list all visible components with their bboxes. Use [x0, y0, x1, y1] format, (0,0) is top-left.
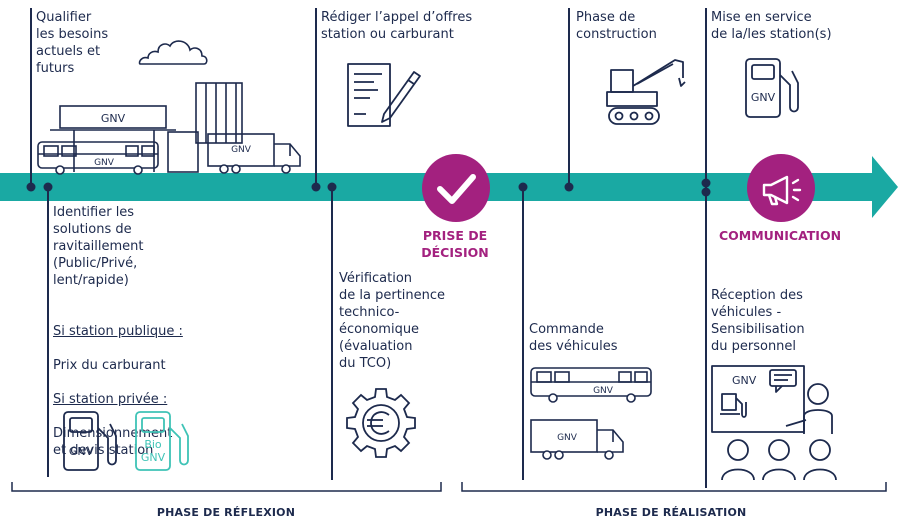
guide-line-7	[705, 8, 707, 488]
bus-icon: GNV	[37, 141, 159, 175]
milestone-communication: COMMUNICATION	[718, 228, 842, 243]
svg-text:GNV: GNV	[231, 145, 252, 155]
bio-fuel-pump-icon: Bio GNV	[135, 411, 189, 471]
timeline-dot	[701, 187, 711, 197]
guide-line-6	[568, 8, 570, 187]
svg-text:GNV: GNV	[593, 386, 614, 396]
svg-text:GNV: GNV	[751, 91, 776, 104]
timeline-dot	[327, 182, 337, 192]
timeline-dot	[26, 182, 36, 192]
guide-line-1	[30, 8, 32, 187]
truck-icon: GNV	[207, 133, 301, 174]
bus-icon: GNV	[530, 367, 652, 403]
guide-line-4	[331, 187, 333, 480]
svg-text:GNV: GNV	[732, 374, 757, 387]
phase-realisation-label: PHASE DE RÉALISATION	[595, 506, 747, 519]
step-mise-en-service: Mise en service de la/les station(s)	[711, 10, 832, 42]
timeline-dot	[564, 182, 574, 192]
timeline-dot	[311, 182, 321, 192]
checkmark-icon	[422, 154, 490, 222]
svg-text:GNV: GNV	[141, 451, 166, 464]
step-rediger-appel-offres: Rédiger l’appel d’offres station ou carb…	[321, 10, 473, 42]
guide-line-5	[522, 187, 524, 480]
phase-reflexion-label: PHASE DE RÉFLEXION	[156, 506, 296, 519]
timeline-dot	[518, 182, 528, 192]
timeline-dot	[701, 178, 711, 188]
guide-line-2	[47, 187, 49, 477]
step-identifier-solutions: Identifier les solutions de ravitailleme…	[53, 205, 144, 288]
step-station-options: Si station publique : Prix du carburant …	[53, 306, 223, 476]
truck-icon: GNV	[530, 419, 624, 460]
svg-text:GNV: GNV	[101, 112, 126, 125]
fuel-pump-icon: GNV	[745, 58, 799, 118]
private-station-label: Si station privée :	[53, 392, 168, 407]
step-commande-vehicules: Commande des véhicules	[529, 322, 618, 354]
guide-line-3	[315, 8, 317, 187]
crane-icon	[606, 59, 686, 125]
cloud-icon	[138, 40, 208, 65]
presentation-icon: GNV	[711, 365, 833, 434]
contract-pen-icon	[347, 63, 421, 127]
timeline-dot	[43, 182, 53, 192]
gnv-station-canopy-icon: GNV	[50, 82, 243, 173]
fuel-pump-icon: GNV	[63, 411, 117, 471]
public-station-value: Prix du carburant	[53, 358, 166, 373]
megaphone-icon	[747, 154, 815, 222]
euro-gear-icon	[346, 388, 416, 458]
svg-text:GNV: GNV	[94, 158, 115, 168]
audience-icon	[721, 439, 837, 481]
svg-text:GNV: GNV	[557, 433, 578, 443]
svg-text:Bio: Bio	[144, 438, 162, 451]
phase-reflexion-bracket	[11, 482, 887, 492]
step-reception-vehicules: Réception des véhicules - Sensibilisatio…	[711, 288, 805, 354]
public-station-label: Si station publique :	[53, 324, 183, 339]
step-phase-construction: Phase de construction	[576, 10, 657, 42]
step-verification-pertinence: Vérification de la pertinence technico- …	[339, 271, 446, 371]
milestone-prise-decision: PRISE DE DÉCISION	[421, 228, 489, 260]
svg-text:GNV: GNV	[69, 445, 94, 458]
step-qualifier-besoins: Qualifier les besoins actuels et futurs	[36, 10, 109, 76]
